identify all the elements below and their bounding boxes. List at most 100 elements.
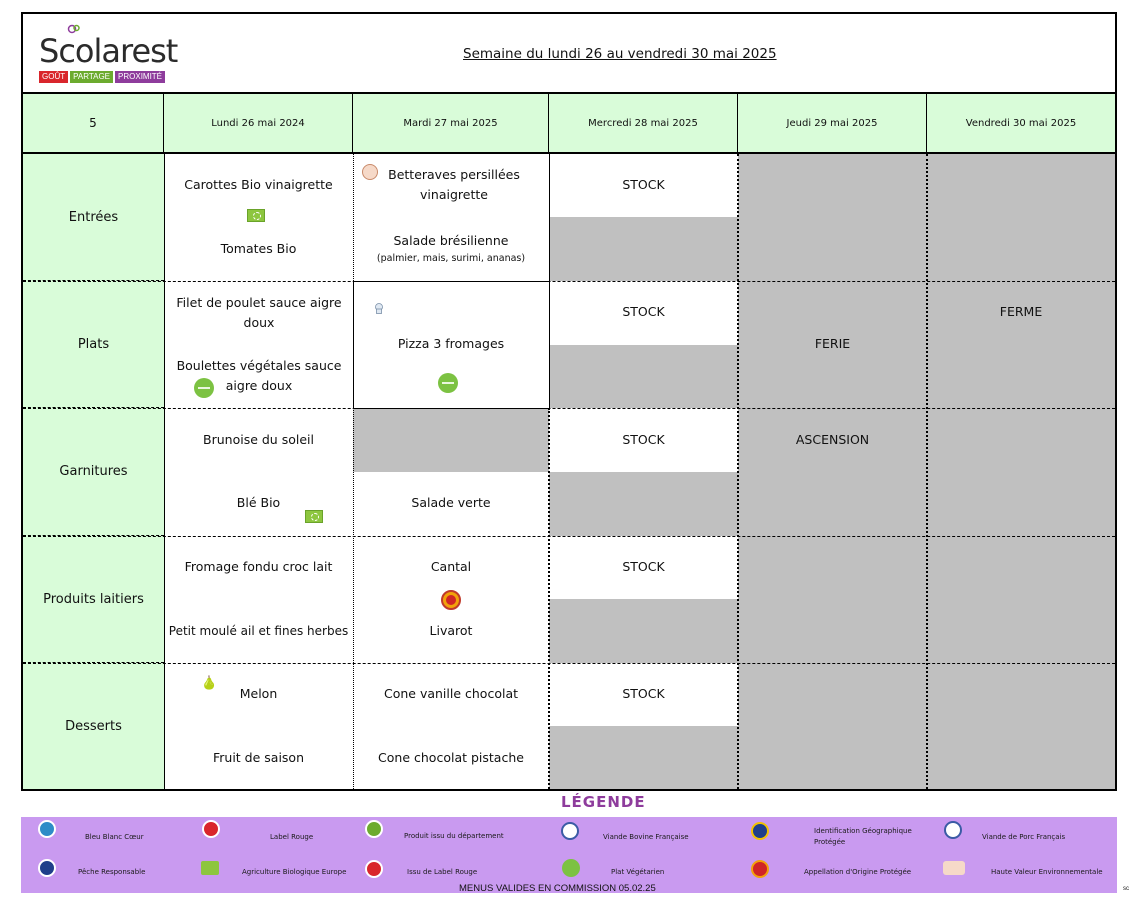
legend-label: Agriculture Biologique Europe xyxy=(242,868,347,876)
issu-label-rouge-icon xyxy=(365,860,383,878)
monday-garniture-1: Brunoise du soleil xyxy=(203,432,314,447)
edge-mark: sc xyxy=(1123,886,1129,892)
divider xyxy=(737,154,739,789)
wednesday-stock-garnitures: STOCK xyxy=(622,432,665,447)
tuesday-garniture-1: Salade verte xyxy=(411,495,491,510)
legend-label: Bleu Blanc Cœur xyxy=(85,833,144,841)
monday-garniture-2: Blé Bio xyxy=(236,495,281,510)
menu-header: Scolarest GOÛT PARTAGE PROXIMITÉ Semaine… xyxy=(21,12,1117,94)
tuesday-laitier-1: Cantal xyxy=(430,559,472,574)
viande-bovine-icon xyxy=(561,822,579,840)
monday-plat-1: Filet de poulet sauce aigre doux xyxy=(176,295,342,330)
divider xyxy=(353,154,354,789)
divider xyxy=(353,281,354,408)
category-garnitures: Garnitures xyxy=(23,408,164,536)
commission-note: MENUS VALIDES EN COMMISSION 05.02.25 xyxy=(459,883,656,894)
row-divider xyxy=(353,408,549,409)
row-divider xyxy=(353,281,549,282)
legend-label: Appellation d'Origine Protégée xyxy=(804,868,912,876)
bio-europe-icon xyxy=(201,861,219,875)
tag-proximite: PROXIMITÉ xyxy=(115,71,166,83)
tuesday-plat-1: Pizza 3 fromages xyxy=(397,336,505,351)
legend-panel: Bleu Blanc Cœur Label Rouge Produit issu… xyxy=(21,817,1117,893)
wed-gray-laitiers xyxy=(549,599,738,663)
row-divider xyxy=(23,281,1115,282)
legend-label: Haute Valeur Environnementale xyxy=(991,868,1103,876)
tuesday-dessert-1: Cone vanille chocolat xyxy=(383,686,519,701)
thursday-ascension-label: ASCENSION xyxy=(795,432,870,447)
bio-europe-icon xyxy=(247,209,265,222)
peche-responsable-icon xyxy=(38,859,56,877)
brand-tagline: GOÛT PARTAGE PROXIMITÉ xyxy=(39,71,166,83)
vegetarien-icon xyxy=(562,859,580,877)
wed-gray-entrees xyxy=(549,217,738,281)
legend-label: Issu de Label Rouge xyxy=(407,868,478,876)
week-title: Semaine du lundi 26 au vendredi 30 mai 2… xyxy=(463,46,777,62)
hve-icon xyxy=(943,861,965,875)
bio-europe-icon xyxy=(305,510,323,523)
bleu-blanc-coeur-icon xyxy=(38,820,56,838)
thursday-ferie-label: FERIE xyxy=(814,336,851,351)
tuesday-dessert-2: Cone chocolat pistache xyxy=(378,750,524,765)
monday-dessert-1: Melon xyxy=(239,686,278,701)
wednesday-stock-entrees: STOCK xyxy=(622,177,665,192)
day-header-thursday: Jeudi 29 mai 2025 xyxy=(738,94,927,154)
aop-icon xyxy=(751,860,769,878)
menu-grid: 5 Lundi 26 mai 2024 Mardi 27 mai 2025 Me… xyxy=(21,92,1117,791)
day-header-tuesday: Mardi 27 mai 2025 xyxy=(353,94,549,154)
wednesday-stock-plats: STOCK xyxy=(622,304,665,319)
leaf-icon xyxy=(67,24,80,34)
day-header-friday: Vendredi 30 mai 2025 xyxy=(927,94,1115,154)
row-divider xyxy=(23,536,1115,537)
porc-francais-icon xyxy=(944,821,962,839)
legend-label: Label Rouge xyxy=(270,833,314,841)
wednesday-stock-laitiers: STOCK xyxy=(622,559,665,574)
friday-ferme-label: FERME xyxy=(999,304,1043,319)
legend-label: Produit issu du département xyxy=(404,832,504,840)
label-rouge-icon xyxy=(202,820,220,838)
tag-gout: GOÛT xyxy=(39,71,69,83)
divider xyxy=(926,154,928,789)
day-header-wednesday: Mercredi 28 mai 2025 xyxy=(549,94,738,154)
day-header-monday: Lundi 26 mai 2024 xyxy=(164,94,353,154)
departement-icon xyxy=(365,820,383,838)
monday-laitier-1: Fromage fondu croc lait xyxy=(184,559,333,574)
monday-laitier-2: Petit moulé ail et fines herbes xyxy=(168,624,349,638)
row-divider xyxy=(23,408,1115,409)
legend-label: Identification Géographique Protégée xyxy=(814,827,912,846)
chef-hat-icon xyxy=(375,303,383,314)
fruit-icon: 🍐 xyxy=(201,675,218,690)
tue-gray-garnitures xyxy=(353,408,549,472)
brand-logo: Scolarest xyxy=(39,32,178,70)
wednesday-stock-desserts: STOCK xyxy=(622,686,665,701)
monday-plat-2: Boulettes végétales sauce aigre doux xyxy=(176,358,342,393)
wed-gray-plats xyxy=(549,345,738,408)
legend-title: LÉGENDE xyxy=(561,793,646,811)
tuesday-laitier-2: Livarot xyxy=(429,623,473,638)
row-divider xyxy=(23,663,1115,664)
tuesday-entree-2-detail: (palmier, mais, surimi, ananas) xyxy=(376,253,526,264)
wed-gray-garnitures xyxy=(549,472,738,536)
legend-label: Pêche Responsable xyxy=(78,868,146,876)
category-plats: Plats xyxy=(23,281,164,408)
monday-entree-1: Carottes Bio vinaigrette xyxy=(184,177,333,192)
aop-icon xyxy=(441,590,461,610)
wed-gray-desserts xyxy=(549,726,738,789)
monday-dessert-2: Fruit de saison xyxy=(212,750,304,765)
week-number: 5 xyxy=(23,94,164,154)
tuesday-entree-1: Betteraves persillées vinaigrette xyxy=(388,167,520,202)
legend-label: Plat Végétarien xyxy=(611,868,665,876)
category-entrees: Entrées xyxy=(23,154,164,281)
monday-entree-2: Tomates Bio xyxy=(220,241,297,256)
divider xyxy=(164,154,165,789)
hve-icon xyxy=(362,164,378,180)
legend-label: Viande de Porc Français xyxy=(982,833,1066,841)
tuesday-entree-2: Salade brésilienne xyxy=(393,233,509,248)
igp-icon xyxy=(751,822,769,840)
category-produits-laitiers: Produits laitiers xyxy=(23,536,164,663)
vegetarien-icon xyxy=(438,373,458,393)
tag-partage: PARTAGE xyxy=(70,71,114,83)
category-desserts: Desserts xyxy=(23,663,164,789)
divider xyxy=(548,408,550,789)
legend-label: Viande Bovine Française xyxy=(603,833,689,841)
